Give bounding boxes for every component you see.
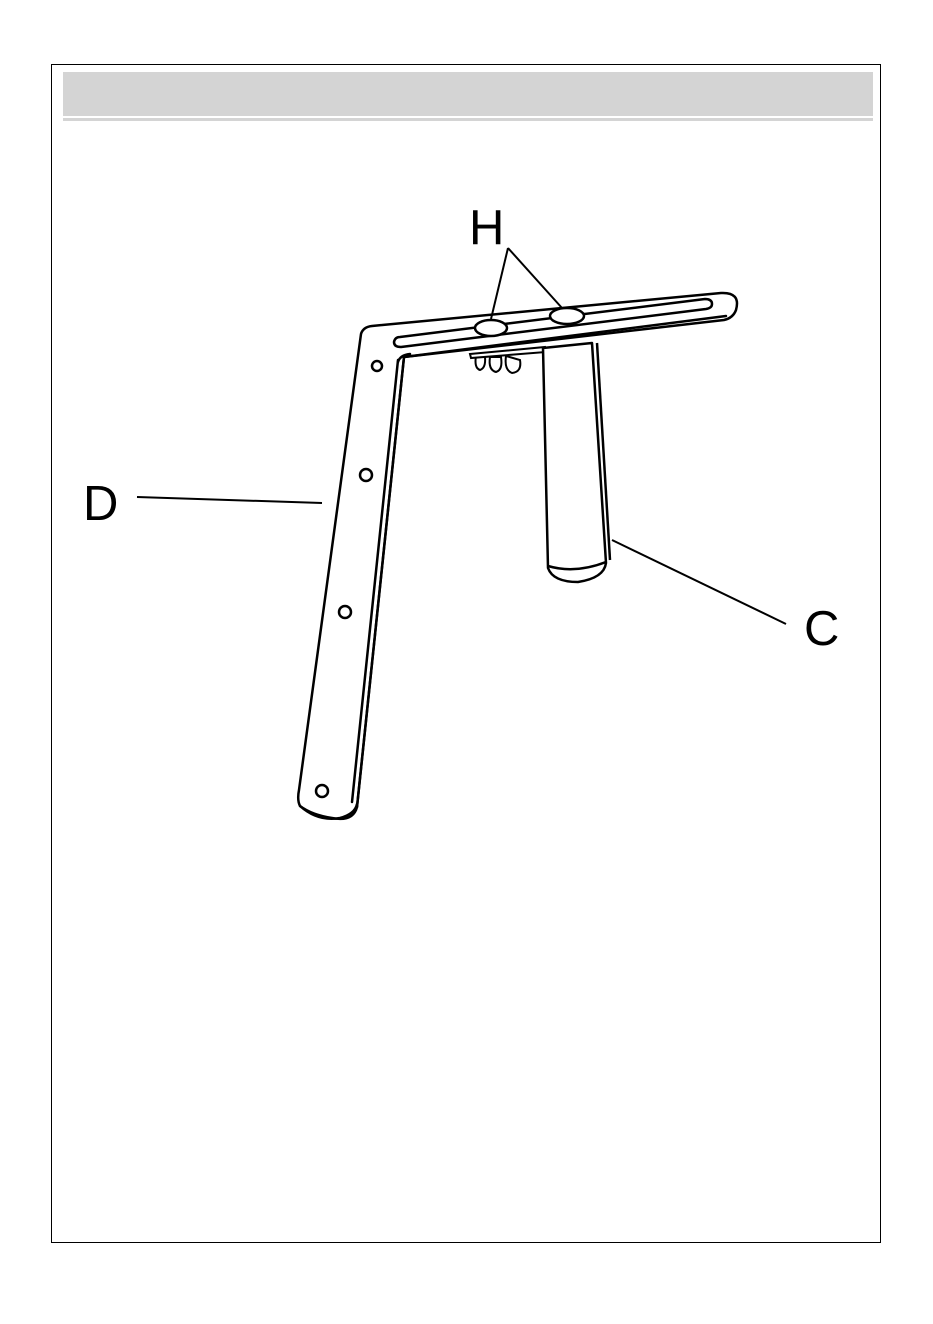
screw-h-2 [550, 308, 584, 324]
leader-h-1 [491, 248, 508, 319]
bracket-d-hole-4 [316, 785, 328, 797]
label-h: H [469, 201, 504, 255]
tube-c-body [543, 343, 606, 582]
leader-h-2 [508, 248, 562, 308]
screw-h-1 [475, 320, 507, 336]
tube-c [543, 343, 610, 582]
bracket-d-hole-1 [372, 361, 382, 371]
label-c: C [804, 602, 839, 656]
bracket-d-hole-2 [360, 469, 372, 481]
bracket-d-hole-3 [339, 606, 351, 618]
wing-nut-3 [506, 356, 521, 373]
leader-c [612, 540, 786, 624]
label-d: D [83, 477, 118, 531]
leader-d [137, 497, 322, 503]
wing-nuts [470, 347, 546, 373]
wing-nut-2 [490, 357, 502, 372]
